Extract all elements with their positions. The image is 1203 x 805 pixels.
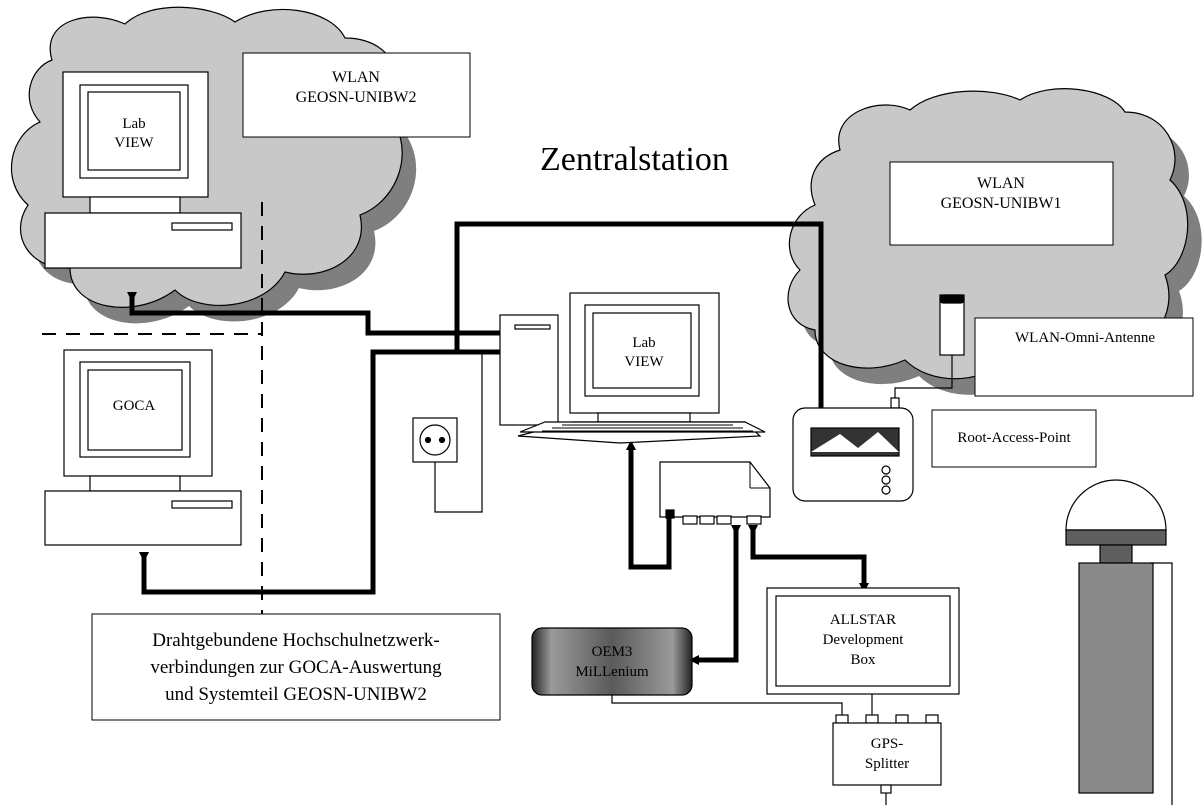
wlan-unibw2-line1: WLAN — [332, 69, 380, 86]
wlan-unibw1-line1: WLAN — [977, 175, 1025, 192]
labview-computer-top: Lab VIEW — [44, 71, 242, 269]
gps-splitter-line2: Splitter — [865, 756, 909, 772]
root-access-point-label-box: Root-Access-Point — [931, 409, 1097, 468]
gps-splitter-line1: GPS- — [871, 736, 904, 752]
network-note-line2: verbindungen zur GOCA-Auswertung — [150, 657, 442, 678]
oem3-line1: OEM3 — [592, 644, 633, 660]
gps-antenna-pillar — [1065, 479, 1173, 805]
allstar-line3: Box — [850, 652, 876, 668]
omni-antenna-label: WLAN-Omni-Antenne — [1015, 330, 1155, 346]
cable-pc-to-router — [454, 221, 824, 430]
network-hub — [659, 461, 771, 525]
labview-top-line1: Lab — [122, 116, 145, 132]
gps-splitter: GPS- Splitter — [832, 714, 942, 805]
central-labview-pc: Lab VIEW — [499, 292, 766, 444]
cable-hub-to-pc — [626, 440, 672, 570]
omni-antenna — [890, 294, 965, 409]
oem3-receiver: OEM3 MiLLenium — [531, 627, 843, 715]
cable-hub-to-oem3 — [689, 525, 741, 665]
labview-top-line2: VIEW — [114, 135, 154, 151]
omni-antenna-label-box: WLAN-Omni-Antenne — [974, 317, 1194, 397]
allstar-line2: Development — [823, 632, 905, 648]
root-access-point-label: Root-Access-Point — [957, 430, 1071, 446]
dashed-separators — [42, 202, 263, 615]
goca-computer: GOCA — [44, 349, 242, 546]
network-note-line1: Drahtgebundene Hochschulnetzwerk- — [152, 630, 440, 651]
labview-center-line2: VIEW — [624, 354, 664, 370]
network-note-line3: und Systemteil GEOSN-UNIBW2 — [165, 684, 427, 705]
cable-goca-pc — [139, 349, 500, 595]
pc-tower — [499, 314, 559, 426]
labview-center-line1: Lab — [632, 335, 655, 351]
wlan-unibw1-line2: GEOSN-UNIBW1 — [941, 195, 1062, 212]
network-cables — [127, 221, 869, 665]
power-socket — [412, 352, 483, 513]
wlan-unibw1-label-box: WLAN GEOSN-UNIBW1 — [889, 161, 1114, 246]
wlan-unibw2-line2: GEOSN-UNIBW2 — [296, 89, 417, 106]
goca-label: GOCA — [113, 398, 156, 414]
root-access-point-device — [792, 407, 914, 502]
oem3-line2: MiLLenium — [575, 664, 649, 680]
allstar-line1: ALLSTAR — [830, 612, 896, 628]
allstar-development-box: ALLSTAR Development Box — [766, 587, 960, 715]
cable-hub-to-allstar — [748, 525, 869, 593]
wlan-unibw2-label-box: WLAN GEOSN-UNIBW2 — [242, 52, 471, 138]
diagram-title: Zentralstation — [540, 141, 729, 178]
cable-labview-pc — [127, 292, 500, 336]
network-note-box: Drahtgebundene Hochschulnetzwerk- verbin… — [91, 613, 501, 721]
